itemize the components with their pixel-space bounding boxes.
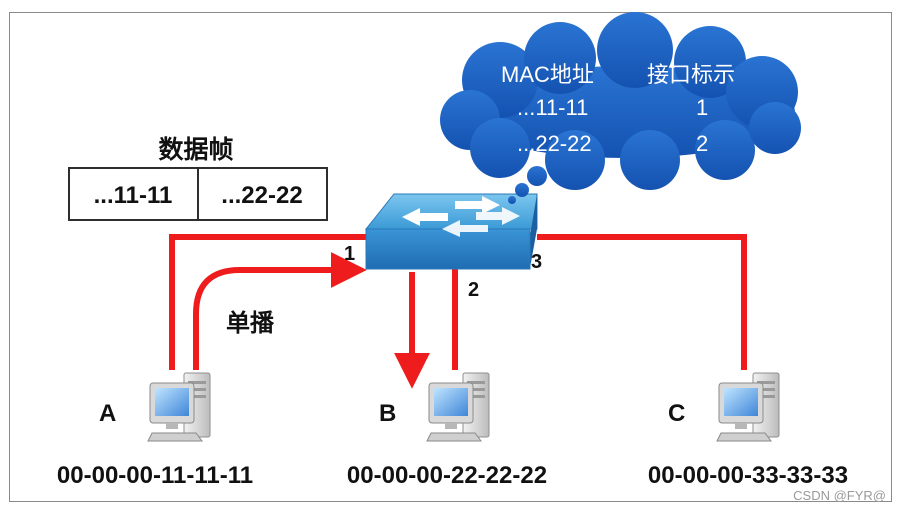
mac-table-row1-port: 1	[696, 95, 708, 120]
frame-field-src: ...22-22	[221, 182, 302, 209]
mac-table-cloud: MAC地址 接口标示 ...11-11 1 ...22-22 2	[440, 12, 801, 204]
host-C-name: C	[668, 400, 685, 427]
unicast-arrow-in	[193, 252, 367, 370]
frame-field-dst: ...11-11	[94, 182, 173, 209]
host-C-mac: 00-00-00-33-33-33	[648, 462, 848, 489]
host-A-name: A	[99, 400, 116, 427]
host-C: C 00-00-00-33-33-33	[648, 372, 848, 489]
mac-table-row1-mac: ...11-11	[517, 95, 588, 120]
computer-icon	[716, 372, 780, 442]
mac-table-row2-mac: ...22-22	[517, 131, 592, 156]
port-label-3: 3	[531, 251, 542, 273]
unicast-label: 单播	[226, 310, 275, 337]
cloud-bubble-medium	[515, 183, 529, 197]
port-label-2: 2	[468, 279, 479, 301]
links	[169, 234, 747, 370]
host-B-name: B	[379, 400, 396, 427]
switch-arrows-icon	[402, 196, 520, 237]
switch	[364, 193, 538, 270]
host-B-mac: 00-00-00-22-22-22	[347, 462, 547, 489]
cloud-bubble-large	[527, 166, 547, 186]
link-A-port1	[169, 234, 368, 370]
host-B: B 00-00-00-22-22-22	[347, 372, 547, 489]
mac-table-header-port: 接口标示	[647, 62, 735, 87]
data-frame-title: 数据帧	[158, 136, 233, 164]
switch-front	[365, 228, 531, 270]
watermark: CSDN @FYR@	[793, 488, 886, 503]
link-C-port3	[537, 234, 747, 370]
mac-table-header-mac: MAC地址	[501, 62, 594, 87]
host-A-mac: 00-00-00-11-11-11	[57, 462, 253, 489]
switch-side	[530, 194, 537, 268]
computer-icon	[426, 372, 490, 442]
host-A: A 00-00-00-11-11-11	[57, 372, 253, 489]
mac-table-row2-port: 2	[696, 131, 708, 156]
frame-field-dst-box	[68, 167, 199, 221]
data-frame: 数据帧 ...11-11 ...22-22	[68, 136, 328, 221]
cloud-bubble-small	[508, 196, 516, 204]
frame-field-src-box	[197, 167, 328, 221]
computer-icon	[147, 372, 211, 442]
port-label-1: 1	[344, 243, 355, 265]
